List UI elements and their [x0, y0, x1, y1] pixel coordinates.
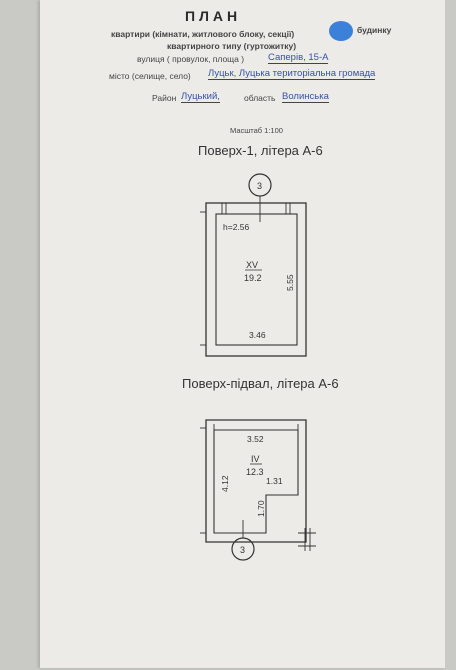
floor2-plan: [200, 419, 316, 561]
floor1-inner-wall: [215, 213, 298, 346]
plan-title: ПЛАН: [185, 8, 242, 24]
floor2-room-number: IV: [251, 454, 260, 464]
floor2-dim-small: 1.31: [266, 476, 283, 486]
floor1-dim-bottom: 3.46: [249, 330, 266, 340]
district-value: Луцький,: [181, 91, 220, 103]
district-label: Район: [152, 93, 177, 103]
floor2-dim-top: 3.52: [247, 434, 264, 444]
floor1-room-area: 19.2: [244, 273, 262, 283]
scale-label: Масштаб 1:100: [230, 126, 283, 135]
floor1-plan: [200, 173, 307, 357]
floor2-dim-vertical: 1.70: [256, 500, 266, 517]
floor1-axis-number: 3: [257, 181, 262, 191]
blue-blot: [329, 21, 353, 41]
floor1-dim-vertical: 5.55: [285, 274, 295, 291]
floor1-outer-wall: [205, 202, 307, 357]
street-label: вулиця ( провулок, площа ): [137, 54, 245, 64]
floor1-room-number: XV: [246, 260, 258, 270]
floor2-axis-number: 3: [240, 545, 245, 555]
header-line-2: квартирного типу (гуртожитку): [167, 41, 297, 51]
street-value: Саперів, 15-А: [268, 52, 329, 64]
city-value: Луцьк, Луцька територіальна громада: [208, 68, 376, 80]
document-sheet: [40, 0, 445, 668]
floor2-outer-wall: [205, 419, 307, 543]
floor1-height: h=2.56: [223, 222, 250, 232]
city-label: місто (селище, село): [109, 71, 191, 81]
floor2-room-area: 12.3: [246, 467, 264, 477]
region-value: Волинська: [282, 91, 329, 103]
floor2-dim-left: 4.12: [220, 475, 230, 492]
floor1-title: Поверх-1, літера А-6: [198, 143, 323, 158]
region-label: область: [244, 93, 276, 103]
floor2-title: Поверх-підвал, літера А-6: [182, 376, 339, 391]
header-line-1-end: будинку: [357, 25, 392, 35]
header-line-1: квартири (кімнати, житлового блоку, секц…: [111, 29, 295, 39]
